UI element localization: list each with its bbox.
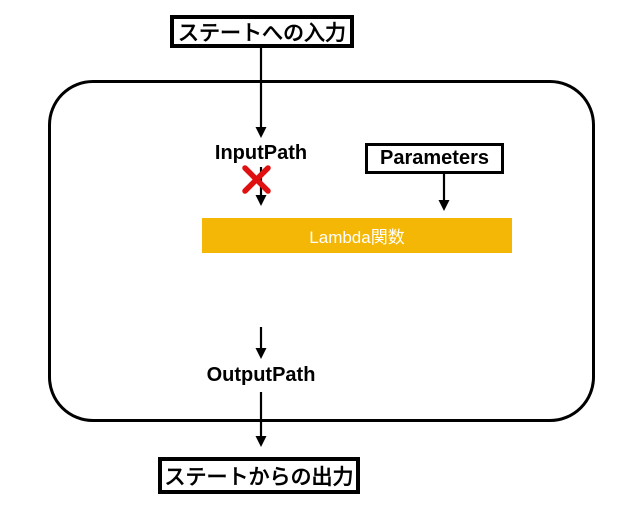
state-input-box: ステートへの入力 (170, 15, 354, 48)
state-input-label: ステートへの入力 (178, 21, 346, 45)
parameters-box: Parameters (365, 143, 504, 174)
lambda-function-bar: Lambda関数 (202, 218, 512, 253)
state-boundary-rect (48, 80, 595, 422)
state-output-box: ステートからの出力 (158, 457, 360, 494)
output-path-label: OutputPath (206, 364, 316, 386)
input-path-label: InputPath (214, 142, 308, 164)
state-output-label: ステートからの出力 (164, 465, 354, 489)
lambda-function-label: Lambda関数 (309, 228, 405, 247)
parameters-label: Parameters (380, 147, 489, 169)
